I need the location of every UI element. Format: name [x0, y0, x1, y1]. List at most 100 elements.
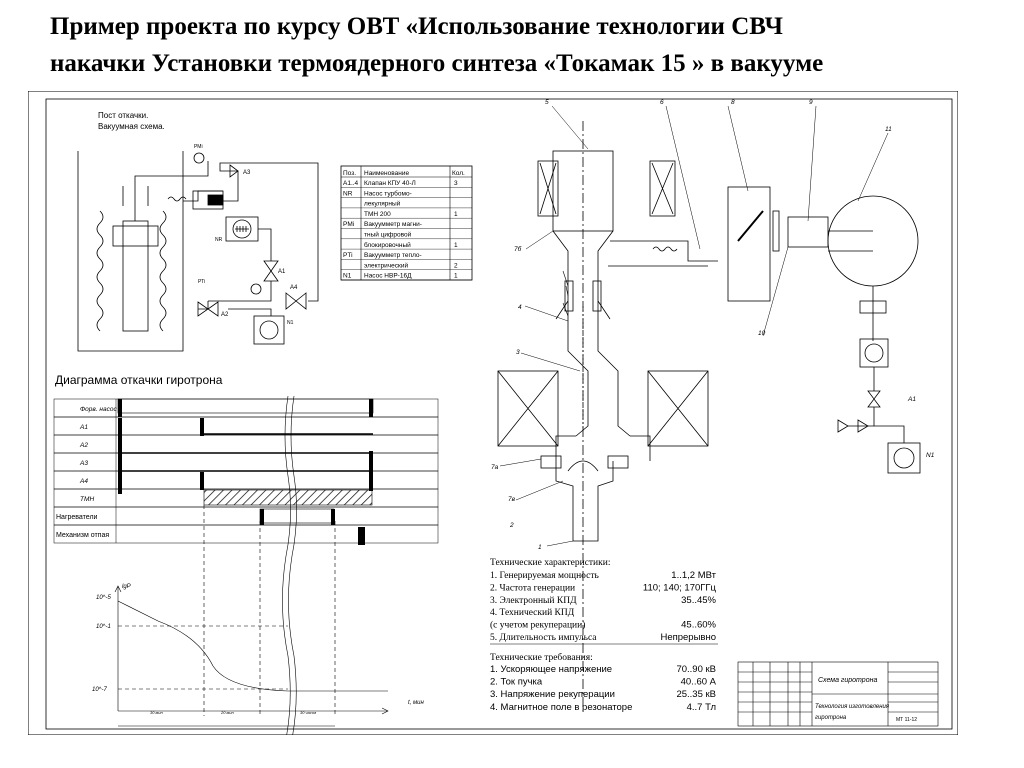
corrector-coil-right — [592, 280, 602, 312]
pump-row-label: Форв. насос — [80, 406, 117, 413]
tech-req-label: 1. Ускоряющее напряжение — [490, 664, 612, 675]
turbopump-rotor-blades — [235, 226, 249, 232]
tech-req-label: 2. Ток пучка — [490, 677, 543, 688]
load-valve-icon — [837, 419, 869, 433]
page-title: Пример проекта по курсу ОВТ «Использован… — [50, 8, 1010, 82]
main-coil-right — [647, 370, 709, 447]
tech-spec-value: 1..1,2 МВт — [671, 570, 716, 581]
tech-specs-heading: Технические характеристики: — [490, 558, 610, 568]
y-axis-label: lgP — [122, 584, 131, 590]
spec-cell: NR — [343, 190, 353, 197]
callout-label: 11 — [885, 126, 892, 133]
pump-row-label: Нагреватели — [56, 514, 98, 521]
callout-label: 2 — [509, 522, 514, 529]
tech-spec-value: 110; 140; 170ГГц — [643, 582, 717, 593]
valve-a3-icon — [229, 164, 239, 178]
pump-row-label: ТМН — [80, 496, 94, 503]
vacuum-caption-line1: Пост откачки. — [98, 111, 148, 120]
bar-a1-a4 — [118, 418, 122, 494]
pump-row — [53, 524, 439, 544]
tech-specs: Технические характеристики: 1. Генерируе… — [490, 558, 718, 713]
electron-gun — [555, 461, 614, 542]
pump-row — [53, 416, 439, 436]
a2-label: А2 — [221, 312, 229, 318]
spec-cell: 3 — [454, 180, 458, 187]
bellows-gyro-icon — [652, 246, 678, 252]
spec-cell: Вакуумметр магни- — [364, 221, 422, 228]
pumping-diagram-title: Диаграмма откачки гиротрона — [55, 373, 223, 387]
tech-req-value: 4..7 Тл — [687, 702, 716, 713]
spec-cell: PTi — [343, 252, 353, 259]
magnet-left-top — [537, 160, 559, 217]
valve-a4-icon — [285, 292, 307, 310]
bar-heaters — [259, 508, 335, 524]
tech-spec-label: 4. Технический КПД — [490, 607, 575, 618]
callout-label: 5 — [545, 99, 549, 106]
spec-cell: 1 — [454, 242, 458, 249]
pump-row — [53, 470, 439, 490]
main-coil-left — [497, 370, 559, 447]
callout-label: 9 — [809, 99, 813, 106]
load-valve-box — [859, 300, 887, 314]
spec-cell: блокировочный — [364, 241, 411, 249]
output-window-body — [552, 150, 614, 232]
y-arrow — [114, 585, 122, 593]
valve-a2-icon — [197, 301, 219, 317]
corrector-coil-left — [564, 280, 574, 312]
vacuum-line-to-pump — [228, 308, 272, 316]
collector-flange — [555, 435, 651, 461]
spec-cell: тный цифровой — [364, 231, 412, 239]
bar-a1-end — [200, 418, 204, 436]
tech-spec-value: 35..45% — [681, 595, 716, 606]
nr-label: NR — [215, 237, 223, 243]
spec-cell: N1 — [343, 273, 352, 280]
output-waveguide — [608, 240, 718, 267]
vacuum-line-bottom — [208, 281, 272, 302]
x-arrow — [381, 707, 389, 715]
pump-rows: Форв. насосА1А2А3А4ТМННагревателиМеханиз… — [53, 398, 439, 544]
a1-label: А1 — [278, 269, 286, 275]
gyrotron-drawing — [497, 105, 921, 711]
magnet-right-top — [649, 160, 676, 217]
drawing-inner-frame — [45, 98, 953, 730]
spec-cell: лекулярный — [364, 200, 401, 208]
pump-row-label: А4 — [79, 478, 88, 485]
spec-cell: PMi — [343, 221, 354, 228]
bar-seal-off — [358, 527, 365, 545]
title-block-desc-2: гиротрона — [815, 715, 847, 721]
pumping-chart: Форв. насосА1А2А3А4ТМННагревателиМеханиз… — [53, 395, 439, 735]
tech-spec-value: 45..60% — [681, 620, 716, 631]
pump-row-label: Механизм отпая — [56, 532, 109, 539]
callout-label: 6 — [660, 99, 664, 106]
load-turbopump — [859, 338, 889, 368]
load-valve-a1-icon — [867, 390, 881, 408]
gun-coil-right — [607, 455, 629, 469]
load-sphere — [827, 195, 919, 287]
tech-req-value: 70..90 кВ — [676, 664, 716, 675]
bar-forvac-end — [369, 399, 373, 417]
tech-req-value: 25..35 кВ — [676, 689, 716, 700]
load-pump-n1 — [887, 442, 921, 474]
page-title-line2: накачки Установки термоядерного синтеза … — [50, 50, 824, 77]
transmission-line — [787, 216, 829, 248]
vacuum-line-to-a1 — [258, 228, 272, 261]
callout-label: 10 — [758, 330, 766, 337]
pump-row — [53, 506, 439, 526]
callout-label: N1 — [926, 452, 935, 459]
tech-req-items: 1. Ускоряющее напряжение 70..90 кВ 2. Ток … — [490, 664, 717, 713]
spec-cell: 1 — [454, 211, 458, 218]
pump-row — [53, 452, 439, 472]
a3-label: А3 — [243, 170, 251, 176]
time-break-line-2 — [288, 395, 297, 735]
pmi-gauge-icon — [193, 152, 205, 164]
vacuum-line-bypass — [219, 162, 319, 302]
vacuum-scheme: Пост откачки. Вакуумная схема. РМi А3 NR… — [77, 111, 319, 352]
bar-forvac-start — [118, 399, 122, 417]
spec-cell: ТМН 200 — [364, 211, 391, 218]
tech-req-heading: Технические требования: — [490, 652, 593, 663]
callout-label: 4 — [518, 304, 522, 311]
x-axis-label: t, мин — [408, 700, 424, 706]
